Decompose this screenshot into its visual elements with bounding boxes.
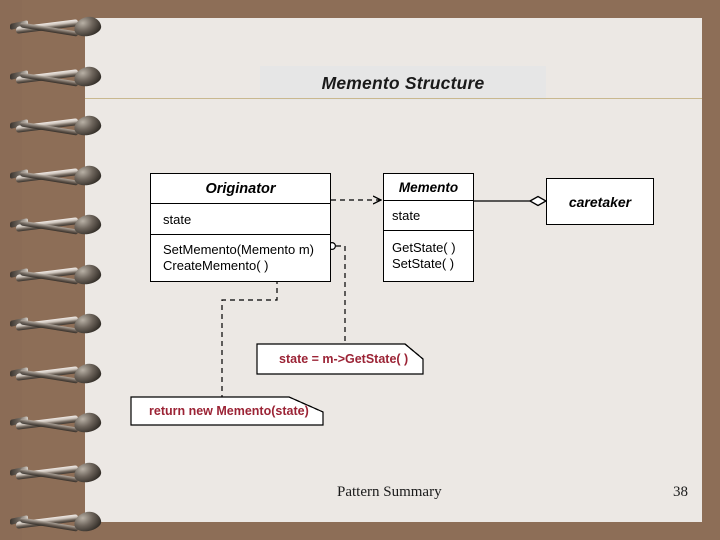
- coil-bead: [72, 311, 103, 336]
- slide-border-shade: [0, 0, 22, 540]
- binding-coil: [2, 64, 103, 90]
- footer-title: Pattern Summary: [337, 484, 442, 500]
- coil-bead: [72, 361, 103, 385]
- caretaker-class-name: caretaker: [568, 193, 632, 210]
- coil-bead: [72, 262, 103, 286]
- coil-bead: [72, 460, 103, 484]
- page-title: Memento Structure: [321, 72, 485, 93]
- memento-operation-1: GetState( ): [392, 240, 456, 255]
- binding-coil: [2, 410, 103, 436]
- coil-bead: [72, 212, 103, 237]
- originator-attribute: state: [163, 211, 192, 227]
- binding-coil: [2, 509, 103, 535]
- binding-coil: [2, 212, 103, 238]
- originator-operation-2: CreateMemento( ): [163, 258, 269, 273]
- coil-bead: [72, 14, 103, 39]
- originator-class-name: Originator: [205, 180, 276, 197]
- memento-name-compartment: Memento: [384, 174, 473, 200]
- binding-coil: [2, 311, 103, 337]
- title-underline-rule: [85, 98, 702, 99]
- coil-bead: [72, 509, 103, 534]
- spiral-binding: [0, 0, 105, 540]
- uml-class-originator[interactable]: Originator state SetMemento(Memento m) C…: [150, 173, 331, 282]
- note-return-memento-text: return new Memento(state): [149, 404, 309, 418]
- binding-coil: [2, 361, 103, 387]
- binding-coil: [2, 262, 103, 288]
- coil-bead: [72, 113, 103, 138]
- memento-attribute-compartment: state: [384, 200, 473, 230]
- binding-coil: [2, 163, 103, 189]
- originator-name-compartment: Originator: [151, 174, 330, 203]
- originator-operation-1: SetMemento(Memento m): [163, 242, 314, 257]
- uml-note-return-memento: return new Memento(state): [131, 397, 323, 425]
- originator-attribute-compartment: state: [151, 203, 330, 234]
- coil-bead: [72, 163, 103, 187]
- memento-attribute: state: [392, 208, 421, 223]
- coil-bead: [72, 410, 103, 435]
- note-getstate-text: state = m->GetState( ): [279, 352, 409, 366]
- coil-bead: [72, 64, 103, 88]
- footer-page-number: 38: [673, 484, 688, 500]
- originator-operation-compartment: SetMemento(Memento m) CreateMemento( ): [151, 234, 330, 281]
- slide-title-band: Memento Structure: [260, 66, 546, 100]
- binding-coil: [2, 113, 103, 139]
- memento-operation-compartment: GetState( ) SetState( ): [384, 230, 473, 281]
- memento-operation-2: SetState( ): [392, 256, 455, 271]
- memento-class-name: Memento: [398, 179, 459, 195]
- uml-class-caretaker[interactable]: caretaker: [546, 178, 654, 225]
- binding-coil: [2, 14, 103, 40]
- binding-coil: [2, 460, 103, 486]
- uml-class-memento[interactable]: Memento state GetState( ) SetState( ): [383, 173, 474, 282]
- uml-note-getstate: state = m->GetState( ): [257, 344, 423, 374]
